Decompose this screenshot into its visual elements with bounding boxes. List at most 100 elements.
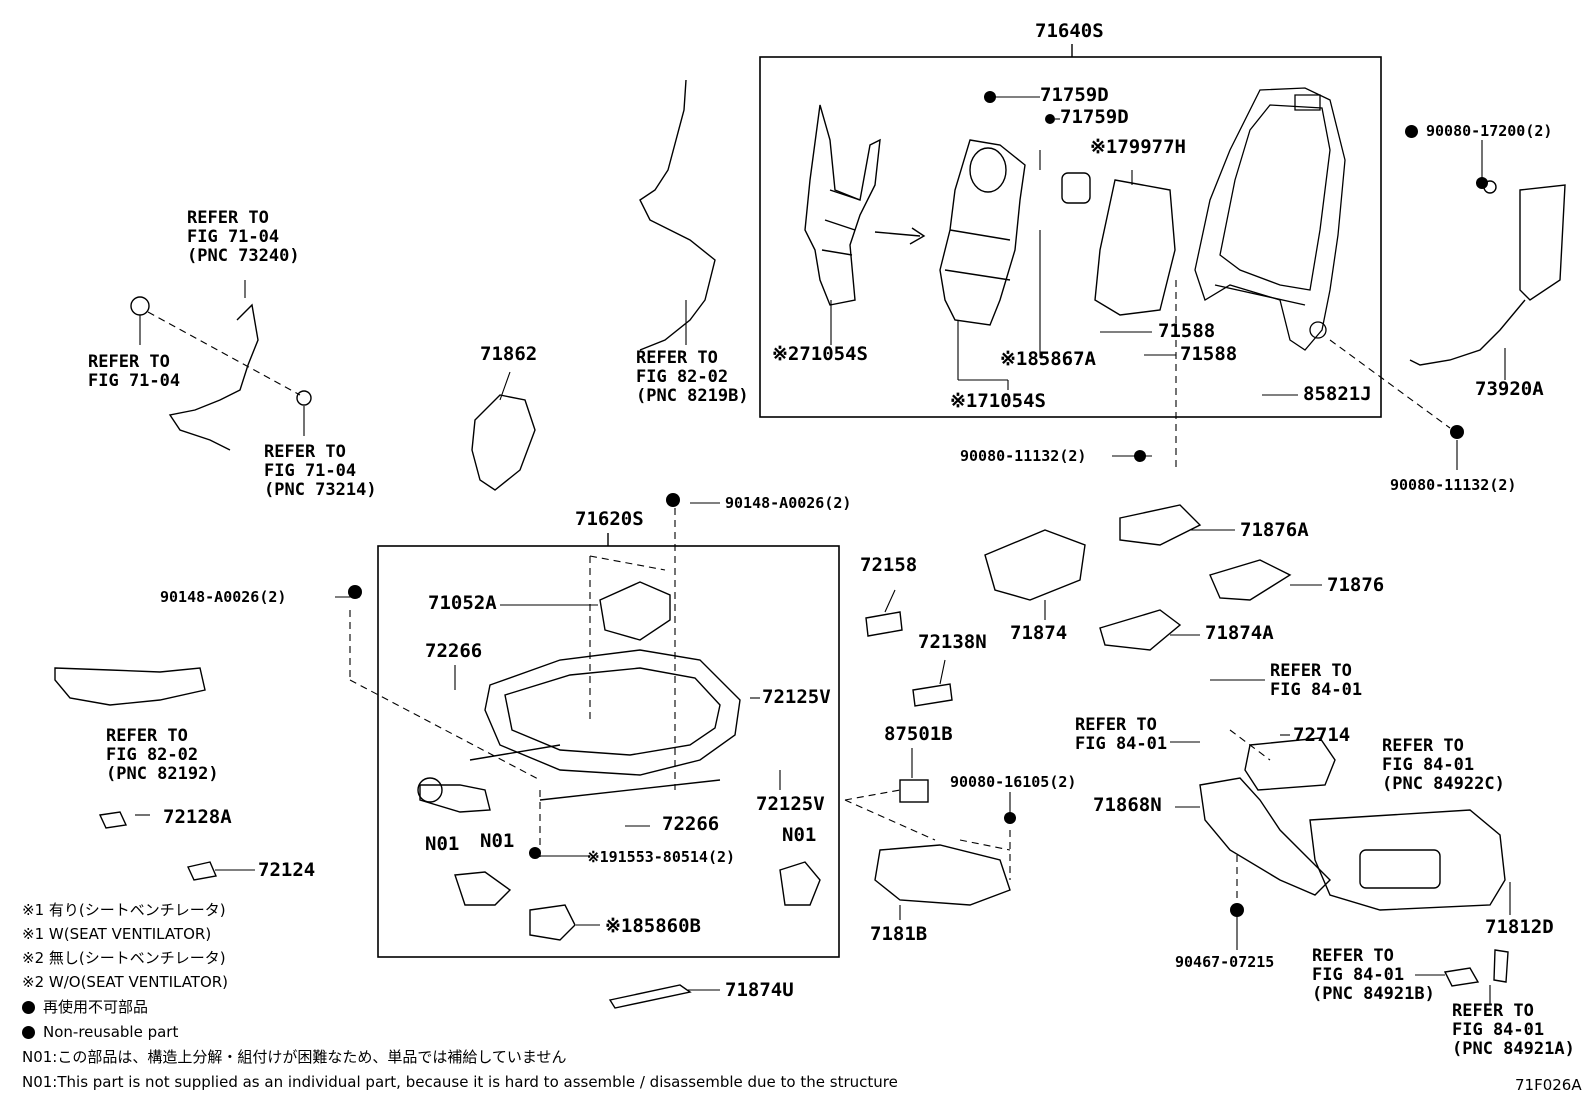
ref-fig-71-04[interactable]: REFER TO FIG 71-04 — [88, 352, 181, 391]
vent-pad-shape — [1094, 179, 1176, 316]
label-90467-07215[interactable]: 90467-07215 — [1175, 953, 1275, 971]
label-87501B[interactable]: 87501B — [884, 723, 953, 745]
label-72138N[interactable]: 72138N — [918, 631, 987, 653]
label-79977H[interactable]: ※179977H — [1090, 136, 1186, 158]
arrow-shape — [874, 227, 926, 245]
non-reusable-icon — [22, 1026, 35, 1039]
label-90080-11132-right[interactable]: 90080-11132(2) — [1390, 476, 1517, 494]
label-71759D-2[interactable]: 71759D — [1060, 106, 1129, 128]
motor-n01-b-shape — [454, 871, 512, 906]
harness-8219B-shape — [639, 79, 716, 351]
label-72266-bottom[interactable]: 72266 — [662, 813, 720, 835]
cover-72158-shape — [865, 611, 903, 637]
label-71874[interactable]: 71874 — [1010, 622, 1068, 644]
shield-71868N-shape — [1199, 777, 1331, 896]
label-72714[interactable]: 72714 — [1293, 724, 1351, 746]
label-91553-80514[interactable]: ※191553-80514(2) — [587, 848, 736, 866]
ref-pnc-84921A[interactable]: REFER TO FIG 84-01 (PNC 84921A) — [1452, 1001, 1575, 1059]
label-90080-17200-text: 90080-17200(2) — [1426, 122, 1553, 140]
label-n01-b[interactable]: N01 — [480, 830, 515, 852]
cover-71862-shape — [471, 394, 536, 491]
note-w-vent-ja: ※1 有り(シートベンチレータ) — [22, 901, 226, 919]
cover-72138N-shape — [912, 683, 953, 707]
clip-72128A-shape — [98, 811, 128, 829]
motor-71052A-shape — [599, 581, 671, 641]
bracket-7181B-shape — [874, 844, 1011, 906]
label-72266-top[interactable]: 72266 — [425, 640, 483, 662]
note-n01-en: N01:This part is not supplied as an indi… — [22, 1073, 898, 1091]
harness-82192-shape — [54, 667, 206, 706]
motor-n01-a-shape — [419, 784, 491, 813]
label-85860B[interactable]: ※185860B — [605, 915, 701, 937]
ref-pnc-84922C[interactable]: REFER TO FIG 84-01 (PNC 84922C) — [1382, 736, 1505, 794]
label-85867A[interactable]: ※185867A — [1000, 348, 1096, 370]
label-72125V-1[interactable]: 72125V — [762, 686, 831, 708]
note-non-reusable-ja-text: 再使用不可部品 — [43, 998, 149, 1016]
label-n01-a[interactable]: N01 — [425, 833, 460, 855]
knob-84921A-shape — [1493, 949, 1509, 983]
ref-pnc-82192[interactable]: REFER TO FIG 82-02 (PNC 82192) — [106, 726, 219, 784]
label-72125V-2[interactable]: 72125V — [756, 793, 825, 815]
switch-72714-shape — [1244, 737, 1336, 791]
ref-pnc-8219B[interactable]: REFER TO FIG 82-02 (PNC 8219B) — [636, 348, 749, 406]
label-71620S[interactable]: 71620S — [575, 508, 644, 530]
motor-n01-c-shape — [779, 861, 821, 906]
label-71588-2[interactable]: 71588 — [1180, 343, 1238, 365]
label-71052A[interactable]: 71052A — [428, 592, 497, 614]
label-90080-17200[interactable]: 90080-17200(2) — [1405, 122, 1552, 141]
label-73920A[interactable]: 73920A — [1475, 378, 1544, 400]
cover-71874-shape — [984, 529, 1086, 601]
ref-fig-84-01-a[interactable]: REFER TO FIG 84-01 — [1270, 661, 1363, 700]
label-71874U[interactable]: 71874U — [725, 979, 794, 1001]
shield-71812D-shape — [1309, 809, 1506, 911]
label-90080-16105[interactable]: 90080-16105(2) — [950, 773, 1077, 791]
note-wo-vent-en: ※2 W/O(SEAT VENTILATOR) — [22, 973, 229, 991]
label-71588-1[interactable]: 71588 — [1158, 320, 1216, 342]
note-n01-ja: N01:この部品は、構造上分解・組付けが困難なため、単品では補給していません — [22, 1048, 567, 1066]
figure-id: 71F026A — [1515, 1076, 1582, 1094]
note-w-vent-en: ※1 W(SEAT VENTILATOR) — [22, 925, 212, 943]
note-wo-vent-ja: ※2 無し(シートベンチレータ) — [22, 949, 226, 967]
clip-72124-shape — [187, 861, 217, 881]
label-90080-11132-center[interactable]: 90080-11132(2) — [960, 447, 1087, 465]
cushion-frame-shape — [469, 649, 741, 801]
cover-71874A-shape — [1099, 609, 1182, 651]
label-71868N[interactable]: 71868N — [1093, 794, 1162, 816]
note-non-reusable-ja: 再使用不可部品 — [22, 998, 148, 1016]
label-85821J[interactable]: 85821J — [1303, 383, 1372, 405]
label-71812D[interactable]: 71812D — [1485, 916, 1554, 938]
rail-cover-71874U-shape — [608, 984, 692, 1009]
ref-pnc-73214[interactable]: REFER TO FIG 71-04 (PNC 73214) — [264, 442, 377, 500]
note-non-reusable-en: Non-reusable part — [22, 1023, 178, 1041]
label-71054S-1[interactable]: ※171054S — [950, 390, 1046, 412]
knob-84921B-shape — [1443, 967, 1480, 987]
non-reusable-icon — [22, 1001, 35, 1014]
note-non-reusable-en-text: Non-reusable part — [43, 1023, 179, 1041]
cover-71876-shape — [1209, 559, 1292, 601]
label-71874A[interactable]: 71874A — [1205, 622, 1274, 644]
label-71640S[interactable]: 71640S — [1035, 20, 1104, 42]
label-71054S-2[interactable]: ※271054S — [772, 343, 868, 365]
label-7181B[interactable]: 7181B — [870, 923, 928, 945]
label-72128A[interactable]: 72128A — [163, 806, 232, 828]
label-72124[interactable]: 72124 — [258, 859, 316, 881]
label-n01-c[interactable]: N01 — [782, 824, 817, 846]
module-85860B-shape — [529, 904, 576, 941]
label-71876A[interactable]: 71876A — [1240, 519, 1309, 541]
harness-73240-shape — [168, 303, 259, 451]
label-71862[interactable]: 71862 — [480, 343, 538, 365]
seat-back-frame-shape — [1194, 87, 1346, 351]
pad-shape — [1061, 172, 1091, 204]
ref-fig-84-01-b[interactable]: REFER TO FIG 84-01 — [1075, 715, 1168, 754]
label-71759D-1[interactable]: 71759D — [1040, 84, 1109, 106]
cover-71876A-shape — [1119, 504, 1202, 546]
label-72158[interactable]: 72158 — [860, 554, 918, 576]
label-90148-A0026-top[interactable]: 90148-A0026(2) — [725, 494, 852, 512]
back-plate-2-shape — [804, 104, 881, 306]
ref-pnc-73240[interactable]: REFER TO FIG 71-04 (PNC 73240) — [187, 208, 300, 266]
ref-pnc-84921B[interactable]: REFER TO FIG 84-01 (PNC 84921B) — [1312, 946, 1435, 1004]
label-90148-A0026-left[interactable]: 90148-A0026(2) — [160, 588, 287, 606]
harness-73920A-shape — [1409, 184, 1566, 366]
label-71876[interactable]: 71876 — [1327, 574, 1385, 596]
